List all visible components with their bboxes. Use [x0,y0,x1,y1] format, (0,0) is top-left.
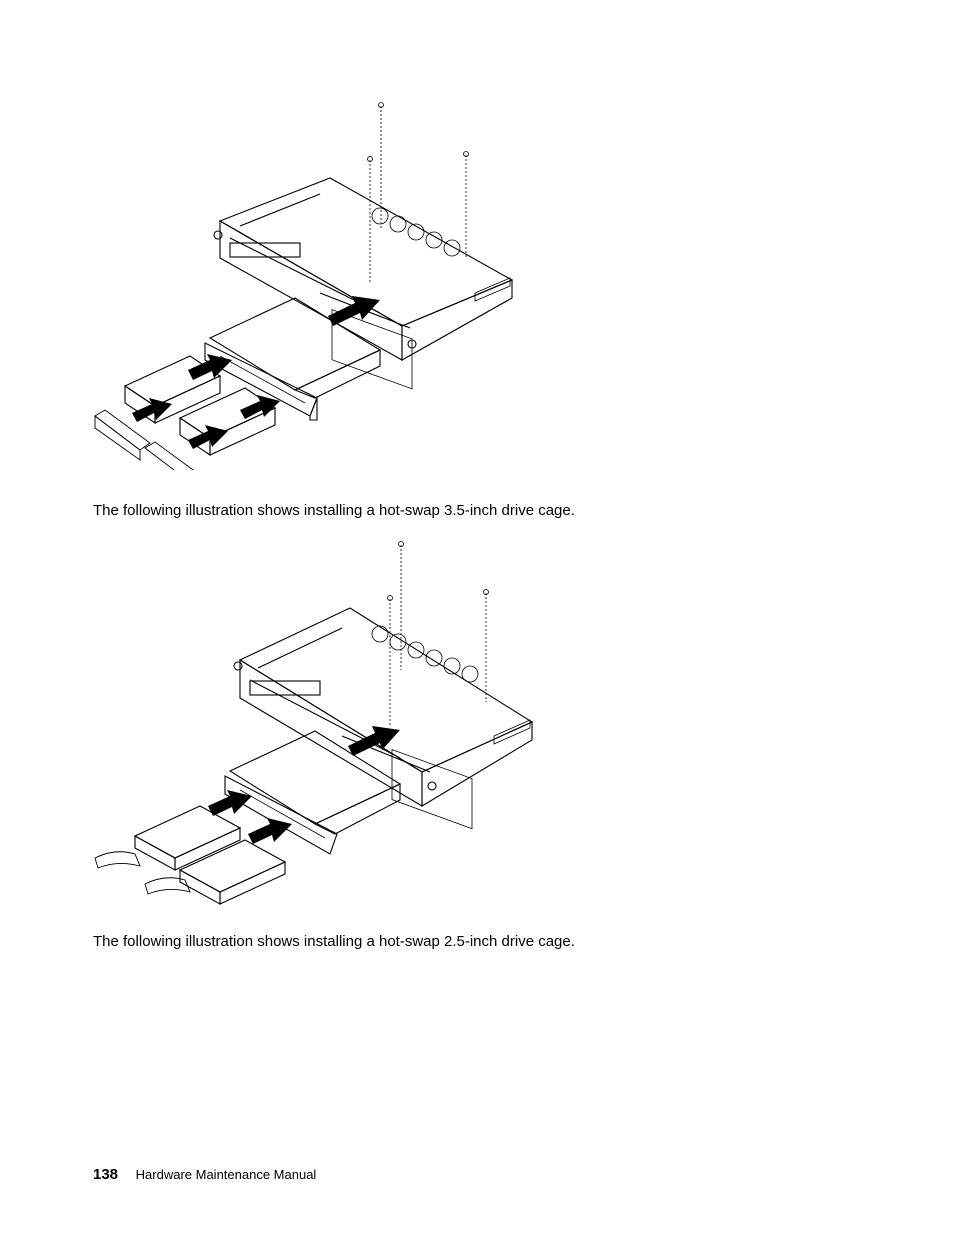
drive-cage [204,297,382,421]
drive-handle [94,851,191,895]
install-arrow-icon [132,296,380,449]
drive-cage-25-illustration [80,536,560,908]
figure-caption-35: The following illustration shows install… [93,502,575,519]
page-footer: 138 Hardware Maintenance Manual [93,1167,316,1183]
screw-icon [367,102,469,284]
server-chassis [213,177,514,390]
hard-drive [123,355,277,457]
page-number: 138 [93,1166,119,1183]
manual-title: Hardware Maintenance Manual [135,1167,317,1182]
drive-cage [224,730,402,855]
server-chassis [233,607,534,830]
screw-icon [387,541,489,726]
install-arrow-icon [208,726,400,844]
hard-drive [133,805,287,905]
drive-cage-35-illustration [80,98,560,470]
figure-caption-25: The following illustration shows install… [93,933,575,950]
drive-bezel [94,409,194,470]
